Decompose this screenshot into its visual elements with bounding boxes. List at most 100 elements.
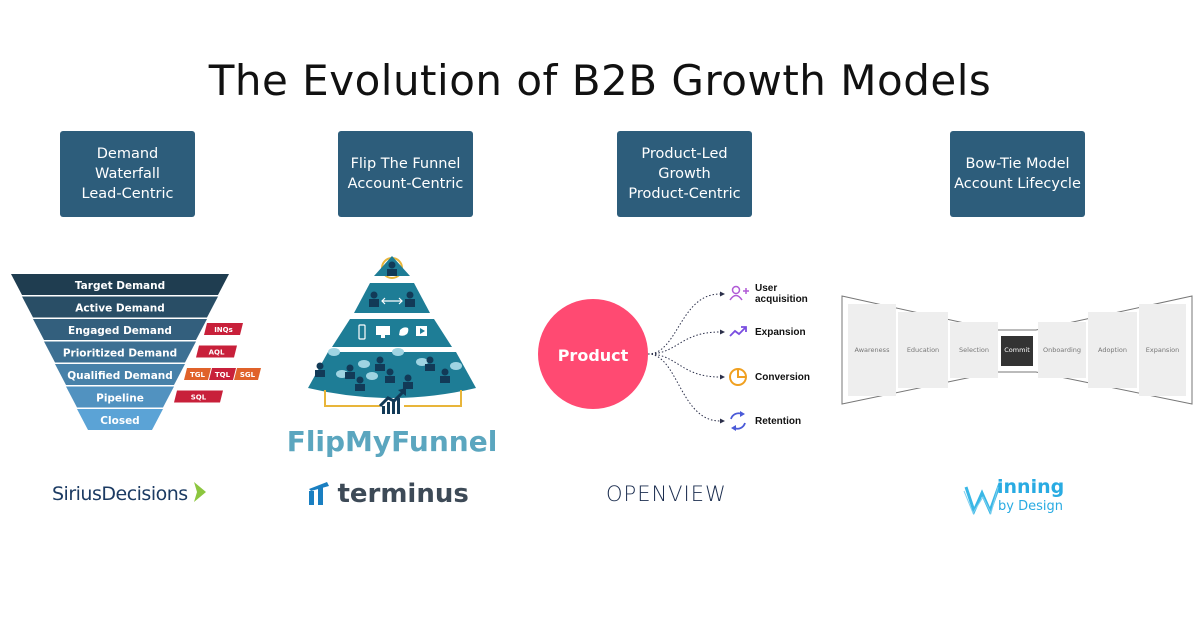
dotted-arrow [647, 293, 721, 355]
outcome-label: Conversion [755, 372, 810, 383]
bow-tie-stage: Adoption [1088, 312, 1137, 388]
outcome-label: Retention [755, 416, 801, 427]
siriusdecisions-text: SiriusDecisions [52, 483, 188, 505]
terminus-text: terminus [337, 479, 469, 509]
model-line: Lead-Centric [81, 186, 174, 202]
winning-text: inning [997, 476, 1065, 498]
funnel-tag: INQs [204, 323, 243, 335]
bow-tie-stage: Expansion [1139, 304, 1186, 396]
bow-tie-stage-label: Expansion [1146, 346, 1179, 354]
model-line: Product-Centric [628, 186, 741, 202]
person-icon [315, 362, 325, 377]
outcome-label-line: Expansion [755, 327, 806, 338]
bow-tie-stage-label: Adoption [1098, 346, 1127, 354]
bracket-right [404, 390, 462, 407]
model-box-bow-tie: Bow-Tie Model Account Lifecycle [950, 131, 1085, 217]
monitor-icon [376, 326, 390, 338]
funnel-stage-label: Closed [100, 415, 139, 427]
person-icon [369, 291, 379, 307]
person-icon [425, 356, 435, 371]
bow-tie-stage: Onboarding [1038, 322, 1086, 378]
arrow-head [720, 329, 725, 335]
double-arrow-icon [381, 297, 403, 305]
arrow-head [720, 418, 725, 424]
funnel-stage-label: Prioritized Demand [63, 348, 177, 360]
page-title: The Evolution of B2B Growth Models [208, 56, 992, 106]
bow-tie-stage-label: Selection [959, 346, 989, 354]
sirius-chevron-icon [194, 482, 207, 502]
winning-by-design-logo: inning by Design [962, 476, 1082, 517]
model-line: Account-Centric [347, 176, 464, 192]
bow-tie-stage-label: Awareness [855, 346, 891, 354]
funnel-stage-label: Qualified Demand [67, 370, 173, 382]
funnel-stage: Target Demand [11, 274, 229, 295]
product-led-diagram: Product [538, 285, 749, 431]
pyramid-tier-2 [354, 283, 430, 313]
openview-logo: OPENVIEW [606, 482, 727, 506]
outcome-label: Expansion [755, 327, 806, 338]
model-box-demand-waterfall: Demand Waterfall Lead-Centric [60, 131, 195, 217]
dotted-arrow [647, 331, 721, 355]
dotted-arrow [647, 353, 721, 378]
person-icon [387, 261, 397, 276]
product-circle [538, 299, 648, 409]
funnel-tag-label: SGL [240, 371, 256, 379]
arrow-head [720, 291, 725, 297]
speech-bubble-icon [366, 372, 378, 380]
model-box-product-led-growth: Product-Led Growth Product-Centric [617, 131, 752, 217]
trend-up-icon [729, 326, 747, 337]
product-label: Product [558, 346, 629, 365]
dotted-arrow [647, 353, 721, 422]
terminus-mark-icon [309, 482, 329, 505]
model-box-flip-the-funnel: Flip The Funnel Account-Centric [338, 131, 473, 217]
person-icon [385, 368, 395, 383]
pyramid-tier-3 [332, 319, 452, 347]
funnel-stage: Active Demand [22, 296, 218, 318]
model-line: Demand [96, 146, 159, 162]
funnel-stage-label: Active Demand [75, 303, 164, 315]
funnel-stage: Closed [77, 409, 163, 430]
flipmyfunnel-logo: FlipMyFunnel [287, 425, 498, 458]
speech-bubble-icon [328, 348, 340, 356]
funnel-tag-label: SQL [191, 394, 207, 402]
outcome-label-line: acquisition [755, 294, 808, 305]
pyramid-tier-4 [308, 352, 476, 398]
funnel-stage-label: Engaged Demand [68, 325, 172, 337]
funnel-tag: TGL [184, 368, 211, 380]
funnel-tag-label: INQs [214, 326, 233, 334]
phone-icon [358, 324, 366, 340]
model-line: Product-Led [641, 146, 728, 162]
twitter-icon [399, 327, 409, 336]
person-icon [345, 364, 355, 379]
person-icon [405, 291, 415, 307]
funnel-stage: Engaged Demand [33, 319, 207, 340]
model-line: Account Lifecycle [954, 176, 1081, 192]
winning-w-icon [963, 482, 1002, 516]
terminus-logo: terminus [307, 479, 469, 509]
funnel-stage: Qualified Demand [55, 364, 185, 385]
speech-bubble-icon [392, 348, 404, 356]
bow-tie-stage-label: Onboarding [1043, 346, 1081, 354]
funnel-stage: Pipeline [66, 386, 174, 408]
model-line: Flip The Funnel [350, 156, 461, 172]
funnel-stage-label: Pipeline [96, 393, 144, 405]
pie-icon [729, 368, 747, 386]
speech-bubble-icon [450, 362, 462, 370]
bracket-left [324, 390, 380, 407]
bow-tie-stage: Education [898, 312, 948, 388]
bow-tie-stage: Awareness [848, 304, 896, 396]
bow-tie-stage: Selection [950, 322, 998, 378]
growth-chart-icon [378, 388, 406, 414]
funnel-stage: Prioritized Demand [44, 341, 196, 363]
funnel-stage-label: Target Demand [75, 280, 165, 292]
person-icon [440, 368, 450, 383]
outcome-label-line: Retention [755, 416, 802, 427]
funnel-tag: SGL [234, 368, 261, 380]
model-line: Waterfall [95, 166, 160, 182]
cycle-icon [730, 411, 746, 431]
person-icon [403, 374, 413, 389]
person-icon [355, 376, 365, 391]
funnel-tag-label: TQL [215, 371, 231, 379]
